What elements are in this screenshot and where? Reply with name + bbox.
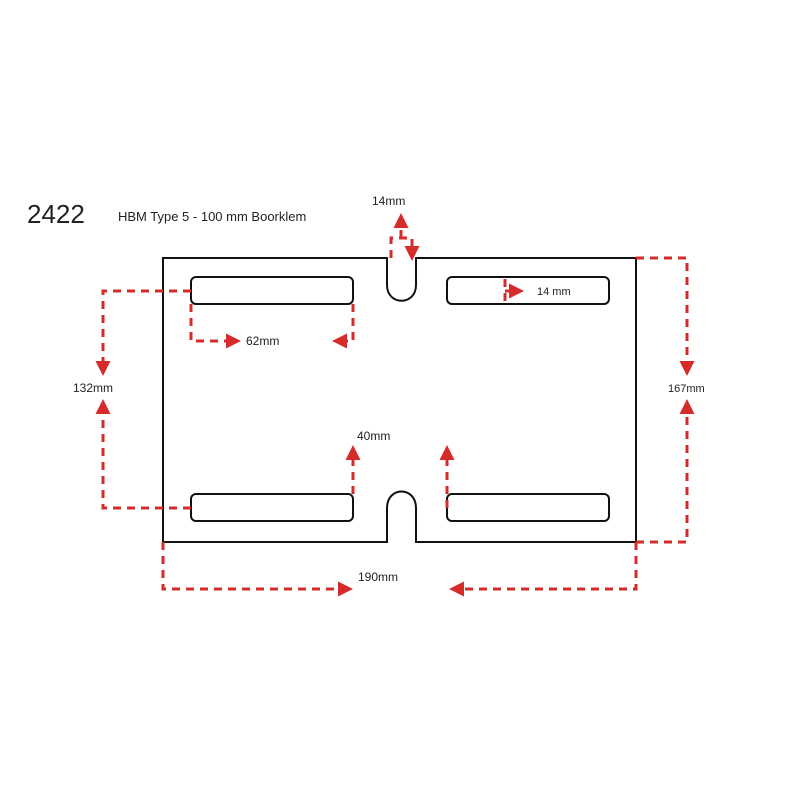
slot-width-dimension	[503, 279, 521, 303]
plate-width-dimension-left	[161, 542, 353, 597]
plate-width-label: 190mm	[358, 570, 398, 584]
plate-height-dimension-bottom	[636, 399, 695, 544]
part-number: 2422	[27, 199, 85, 229]
notch-width-dimension	[389, 236, 420, 261]
drawing-title: HBM Type 5 - 100 mm Boorklem	[118, 209, 306, 224]
slot-gap-label: 40mm	[357, 429, 390, 443]
slot-length-dimension-right	[332, 304, 355, 349]
plate-width-dimension-right	[449, 542, 638, 597]
notch-width-label: 14mm	[372, 194, 405, 208]
slot-spacing-label: 132mm	[73, 381, 113, 395]
slot-top-right	[446, 276, 610, 305]
slot-width-label: 14 mm	[537, 286, 571, 298]
slot-top-left	[190, 276, 354, 305]
plate-height-dimension-top	[636, 256, 695, 376]
slot-spacing-dimension-bottom	[95, 399, 191, 510]
slot-bottom-left	[190, 493, 354, 522]
plate-height-label: 167mm	[668, 383, 705, 395]
slot-bottom-right	[446, 493, 610, 522]
slot-length-label: 62mm	[246, 334, 279, 348]
slot-spacing-dimension-top	[95, 289, 191, 376]
